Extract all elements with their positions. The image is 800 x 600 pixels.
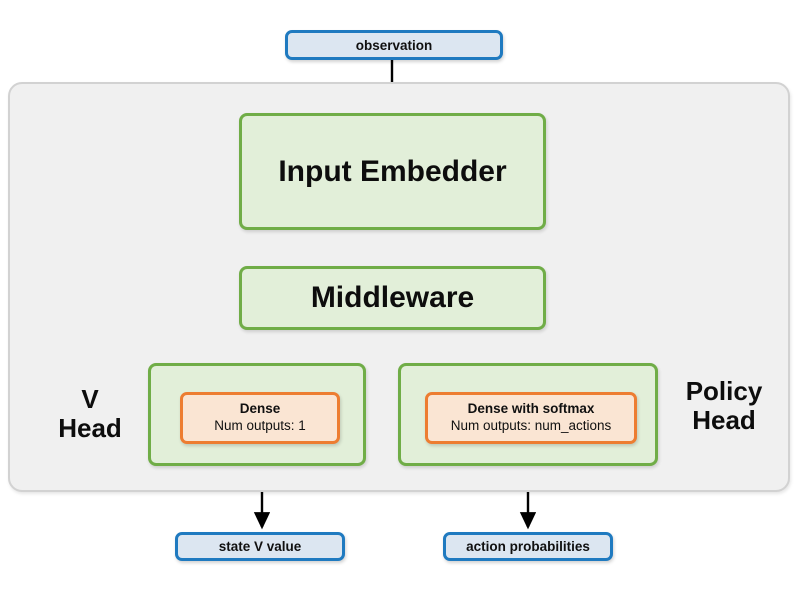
label-policy-head: Policy Head (664, 376, 784, 436)
node-action-probabilities-label: action probabilities (466, 539, 590, 554)
node-dense-title: Dense (239, 401, 281, 417)
node-dense-with-softmax-title: Dense with softmax (467, 401, 595, 417)
node-policy-head-group[interactable]: Dense with softmax Num outputs: num_acti… (398, 363, 658, 466)
label-v-head-line2: Head (58, 413, 122, 444)
node-input-embedder[interactable]: Input Embedder (239, 113, 546, 230)
node-dense-with-softmax[interactable]: Dense with softmax Num outputs: num_acti… (425, 392, 637, 444)
node-dense-num-outputs: Num outputs: 1 (214, 418, 306, 433)
node-state-v-value-label: state V value (218, 539, 302, 554)
label-v-head-line1: V (81, 384, 99, 414)
node-dense[interactable]: Dense Num outputs: 1 (180, 392, 340, 444)
node-observation[interactable]: observation (285, 30, 503, 60)
node-state-v-value[interactable]: state V value (175, 532, 345, 561)
node-observation-label: observation (355, 37, 433, 53)
node-action-probabilities[interactable]: action probabilities (443, 532, 613, 561)
node-middleware[interactable]: Middleware (239, 266, 546, 330)
node-input-embedder-label: Input Embedder (278, 154, 507, 188)
node-middleware-label: Middleware (310, 281, 475, 314)
label-policy-head-line1: Policy (685, 376, 763, 406)
label-v-head: V Head (38, 384, 142, 444)
node-dense-with-softmax-num-outputs: Num outputs: num_actions (450, 418, 612, 433)
node-v-head-group[interactable]: Dense Num outputs: 1 (148, 363, 366, 466)
label-policy-head-line2: Head (692, 405, 756, 436)
